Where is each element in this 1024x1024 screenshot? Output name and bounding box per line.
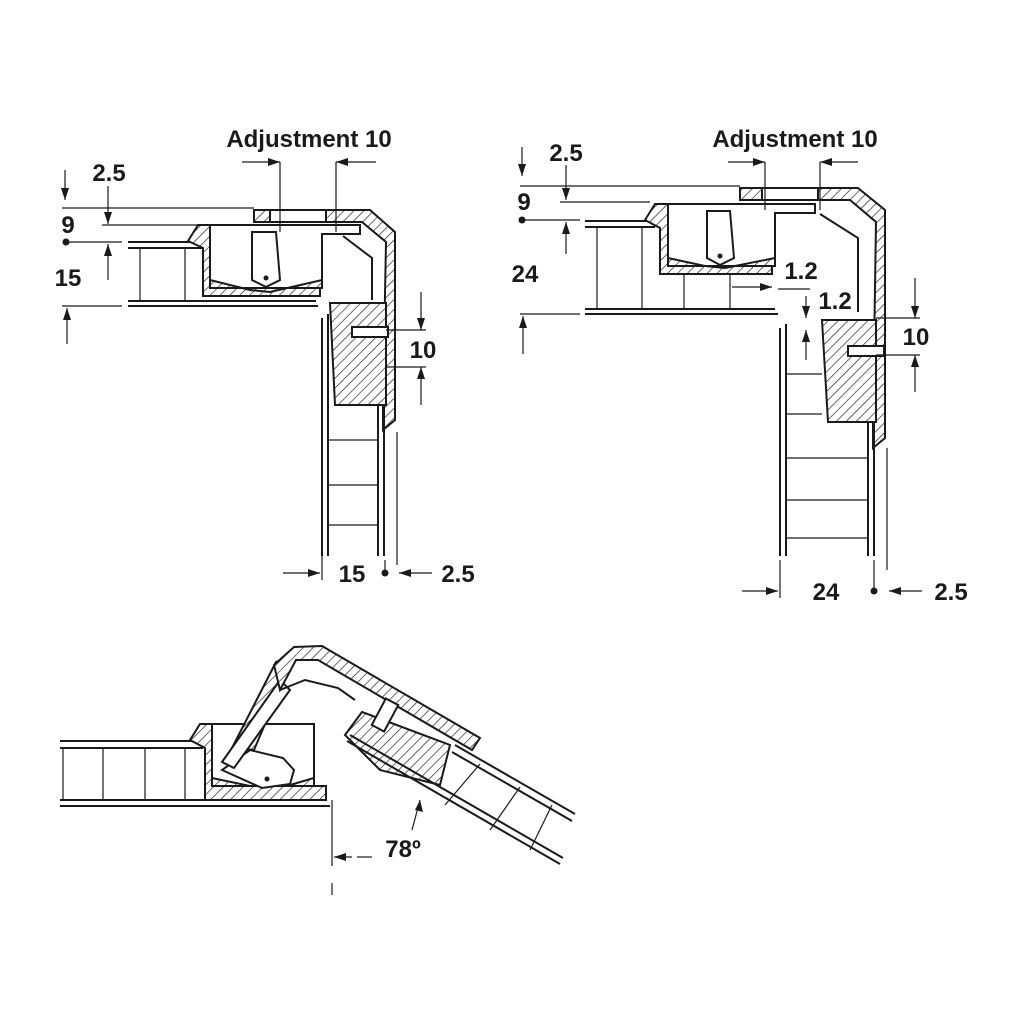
- dim-door-offset: 2.5: [934, 579, 967, 606]
- hinge-arm: [220, 644, 482, 770]
- dimension-lines: [61, 158, 432, 580]
- door-panel: [779, 324, 888, 570]
- dim-side-thickness: 24: [512, 261, 539, 288]
- mounting-plate: [820, 319, 877, 423]
- mounting-screw: [847, 345, 885, 357]
- dim-side-thickness: 15: [55, 265, 82, 292]
- dimension-lines: [518, 147, 922, 598]
- mounting-plate: [328, 302, 387, 406]
- mounting-screw: [351, 326, 389, 338]
- dim-door-thickness: 24: [813, 579, 840, 606]
- dim-top-offset: 2.5: [549, 140, 582, 167]
- hinge-cup: [186, 224, 361, 297]
- side-panel: [128, 241, 318, 307]
- dim-cup-depth: 9: [517, 189, 530, 216]
- mounting-screw: [370, 697, 400, 733]
- pivot-pin: [263, 275, 269, 281]
- dim-gap-a: 1.2: [784, 258, 817, 285]
- diagram-closed-24mm: Adjustment 10 2.5 9 24 1.2 1.2 10 24 2.5: [512, 126, 968, 606]
- dim-gap-b: 1.2: [818, 288, 851, 315]
- dim-mount-height: 10: [903, 324, 930, 351]
- adjustment-label: Adjustment 10: [712, 126, 877, 153]
- pivot-pin: [717, 253, 723, 259]
- dim-cup-depth: 9: [61, 212, 74, 239]
- adjustment-label: Adjustment 10: [226, 126, 391, 153]
- dimension-lines: [331, 799, 423, 895]
- diagram-closed-15mm: Adjustment 10 2.5 9 15 10 15 2.5: [55, 126, 475, 588]
- dim-door-offset: 2.5: [441, 561, 474, 588]
- door-panel: [321, 314, 398, 565]
- hinge-cup: [643, 203, 816, 275]
- opening-angle-label: 78º: [385, 836, 421, 863]
- door-panel: [346, 734, 576, 865]
- mounting-plate: [343, 710, 452, 787]
- dim-top-offset: 2.5: [92, 160, 125, 187]
- pivot-pin: [264, 776, 270, 782]
- dim-mount-height: 10: [410, 337, 437, 364]
- diagram-open-78deg: 78º: [60, 644, 576, 895]
- dim-door-thickness: 15: [339, 561, 366, 588]
- side-panel: [585, 220, 778, 315]
